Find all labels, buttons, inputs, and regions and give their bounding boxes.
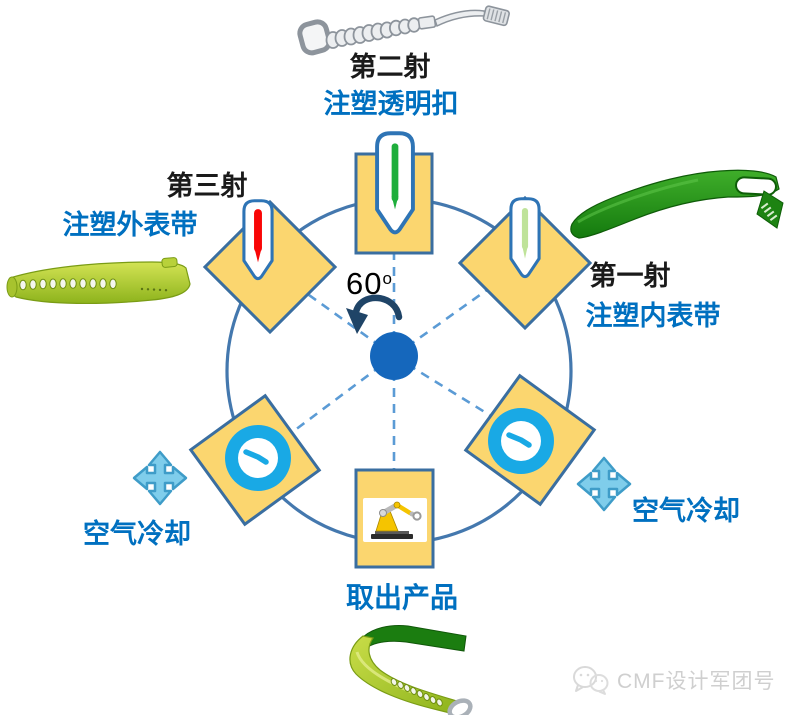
- rotation-angle-label: 60o: [346, 266, 393, 301]
- lime-outer-band-image: [6, 257, 191, 305]
- injector-green-icon: [375, 131, 415, 235]
- first-shot-step-label: 第一射: [589, 261, 671, 291]
- transparent-buckle-image: [297, 5, 510, 56]
- robot-arm-icon: [363, 498, 427, 542]
- pivot-hub-dot: [370, 332, 418, 380]
- wechat-bubbles-icon: [573, 666, 609, 695]
- injector-red-icon: [242, 199, 274, 281]
- injector-pale-icon: [509, 197, 541, 279]
- watermark-text: CMF设计军团号: [617, 670, 776, 693]
- clock-icon-left: [225, 425, 291, 491]
- first-shot-action-label: 注塑内表带: [585, 301, 721, 331]
- second-shot-action-label: 注塑透明扣: [323, 89, 459, 119]
- green-inner-band-image: [570, 169, 784, 239]
- cooling-left-label: 空气冷却: [83, 519, 191, 549]
- watermark: CMF设计军团号: [572, 657, 782, 703]
- second-shot-step-label: 第二射: [349, 52, 431, 82]
- air-cooling-icon-left: [132, 450, 188, 506]
- cooling-right-label: 空气冷却: [632, 496, 740, 526]
- third-shot-step-label: 第三射: [166, 171, 248, 201]
- third-shot-action-label: 注塑外表带: [62, 210, 198, 240]
- eject-label: 取出产品: [345, 582, 459, 613]
- station-third-shot: [202, 199, 338, 335]
- clock-icon-right: [488, 408, 554, 474]
- rotation-arrow-icon: [346, 294, 403, 334]
- air-cooling-icon-right: [576, 456, 632, 512]
- finished-band-image: [349, 625, 473, 715]
